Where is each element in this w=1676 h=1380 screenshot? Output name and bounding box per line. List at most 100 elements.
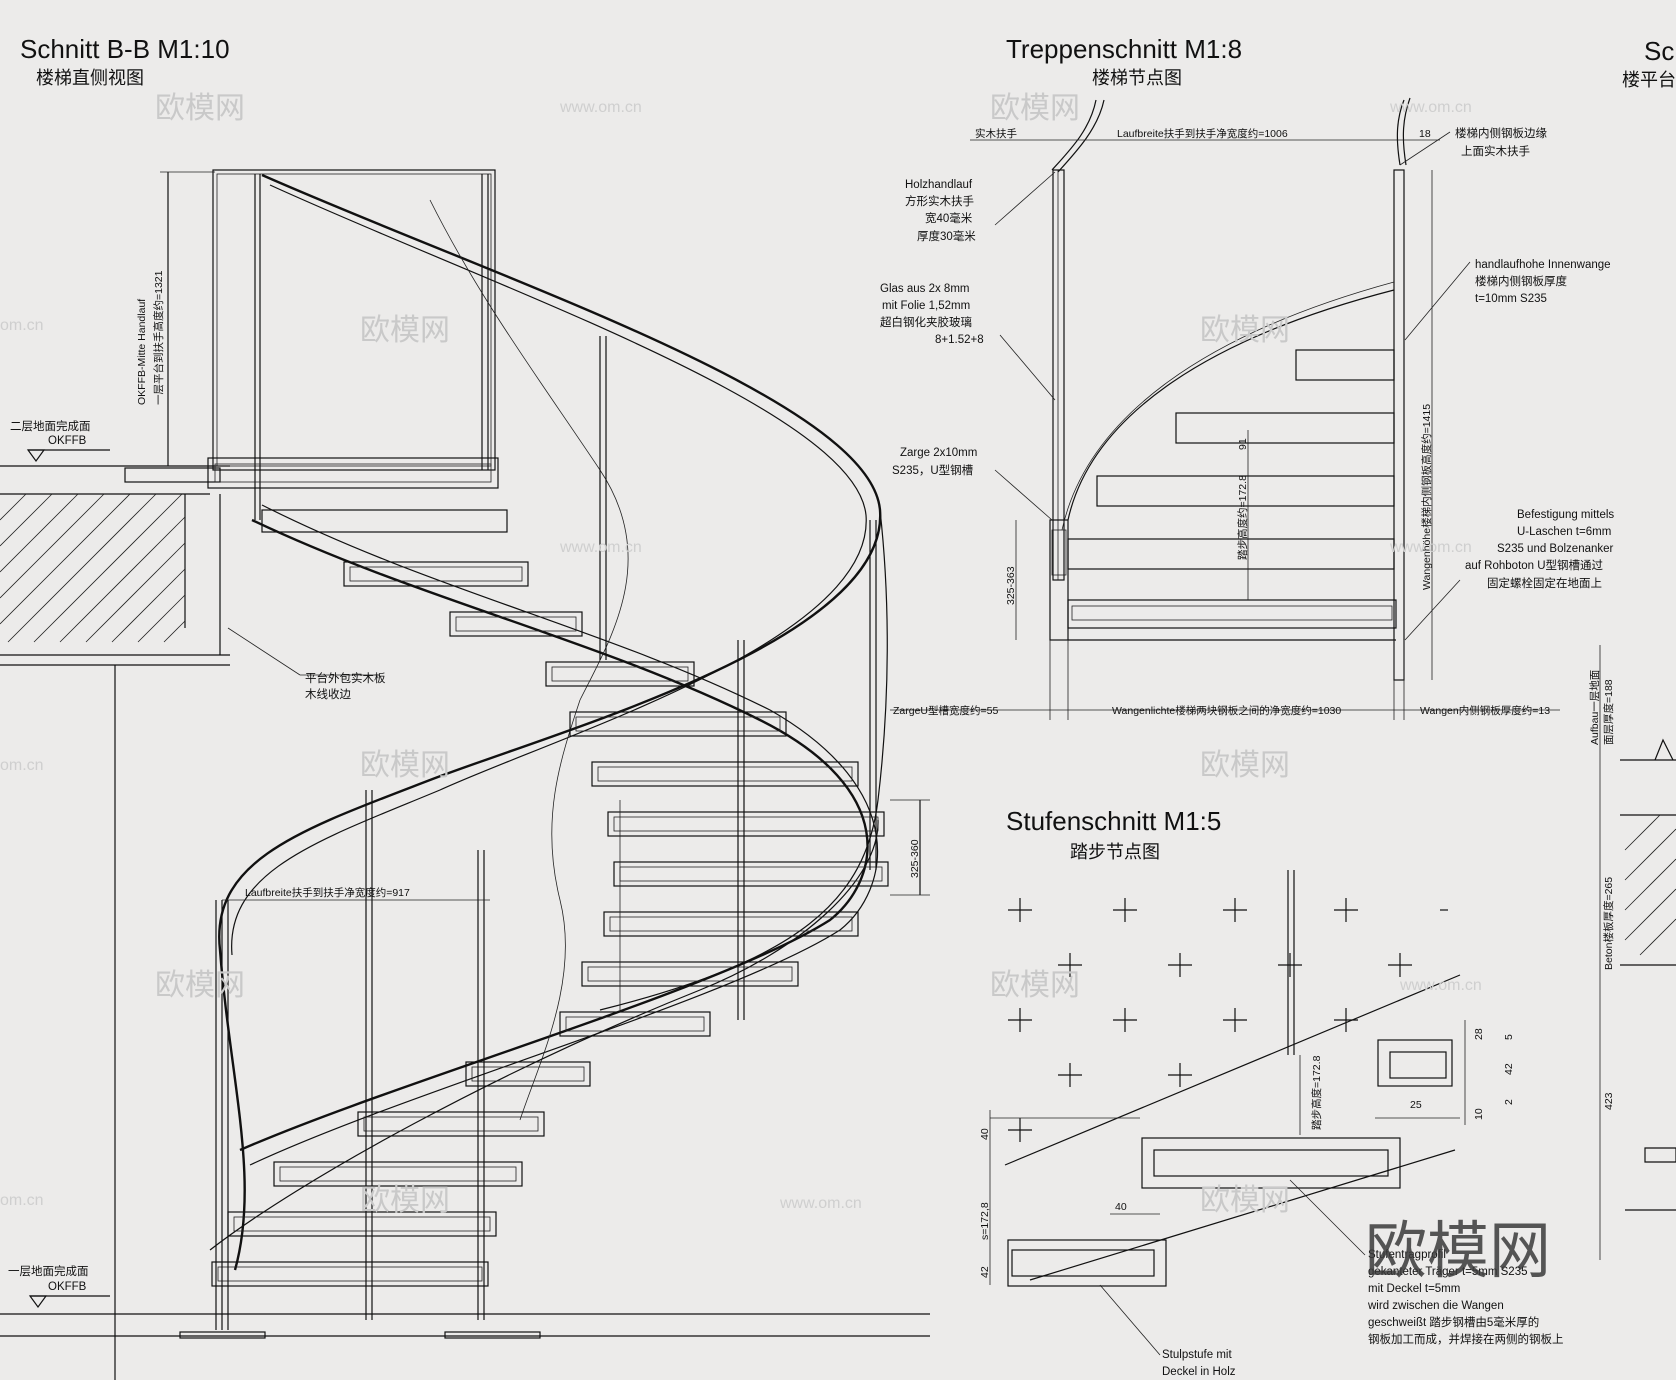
level-bottom-marker-icon xyxy=(28,1295,110,1309)
handrail-label: OKFFB-Mitte Handlauf xyxy=(136,299,148,405)
wangen-thickness-dim: Wangen内侧钢板厚度约=13 xyxy=(1420,704,1550,717)
glas-label-1: Glas aus 2x 8mm xyxy=(880,283,969,295)
cut-section-view: Sc 楼平台 Aufbau一层地面 面层厚度=188 Beton楼板厚度=265… xyxy=(1588,36,1676,1260)
watermark-url: www.om.cn xyxy=(1389,99,1472,116)
stufe-note-1: Stufentragprofil xyxy=(1368,1249,1446,1261)
upper-floor-slab xyxy=(0,465,230,1380)
stufe-note-6: 钢板加工而成，并焊接在两侧的钢板上 xyxy=(1368,1332,1564,1346)
zarge-label-2: S235，U型钢槽 xyxy=(892,463,974,477)
zarge-channel xyxy=(1049,519,1069,641)
tread-section xyxy=(1067,599,1397,629)
level-top-marker-icon xyxy=(26,449,110,463)
stufe-note-3: mit Deckel t=5mm xyxy=(1368,1283,1460,1295)
watermark-brand: 欧模网 xyxy=(1200,1184,1290,1217)
level-top-cn: 二层地面完成面 xyxy=(10,419,91,433)
watermark-url: www.om.cn xyxy=(779,1195,862,1212)
watermark-brand: 欧模网 xyxy=(1200,749,1290,782)
section-bb-view: Schnitt B-B M1:10 楼梯直侧视图 二层地面完成面 OKFFB xyxy=(0,34,930,1380)
top-platform xyxy=(207,457,508,533)
dim-42b: 42 xyxy=(979,1266,991,1278)
bef-label-1: Befestigung mittels xyxy=(1517,509,1614,521)
holz-label-3: 宽40毫米 xyxy=(925,211,973,225)
dim-18: 18 xyxy=(1419,128,1431,140)
dim-91: 91 xyxy=(1237,438,1249,450)
watermark-brand: 欧模网 xyxy=(990,92,1080,125)
bef-label-4: auf Rohboton U型钢槽通过 xyxy=(1465,558,1604,572)
watermark-logo: 欧模网 xyxy=(1365,1217,1551,1286)
holz-label-4: 厚度30毫米 xyxy=(917,229,976,243)
stufe-note-4: wird zwischen die Wangen xyxy=(1367,1300,1504,1312)
watermark-brand: 欧模网 xyxy=(990,969,1080,1002)
zarge-width-dim: ZargeU型槽宽度约=55 xyxy=(893,704,998,717)
treppenschnitt-title: Treppenschnitt M1:8 xyxy=(1006,34,1242,64)
watermark-url-short: om.cn xyxy=(0,1192,44,1209)
glass-balustrade-frame xyxy=(212,169,496,520)
stepped-treads xyxy=(1067,349,1395,570)
watermark-brand: 欧模网 xyxy=(360,1184,450,1217)
cut-section-subtitle: 楼平台 xyxy=(1622,70,1676,90)
riser-dim-label: 325-360 xyxy=(909,839,921,878)
section-bb-subtitle: 楼梯直侧视图 xyxy=(36,68,144,88)
dim-40: 40 xyxy=(979,1128,991,1140)
watermark-url: www.om.cn xyxy=(559,539,642,556)
bef-label-5: 固定螺栓固定在地面上 xyxy=(1487,576,1602,590)
inner-note-2: 上面实木扶手 xyxy=(1461,144,1530,158)
level-bottom-label: OKFFB xyxy=(48,1281,87,1293)
treppenschnitt-view: Treppenschnitt M1:8 楼梯节点图 实木扶手 Laufbreit… xyxy=(880,34,1614,720)
level-top-label: OKFFB xyxy=(48,435,87,447)
section-bb-laufbreite: Laufbreite扶手到扶手净宽度约=917 xyxy=(245,886,410,899)
spiral-handrails xyxy=(209,173,888,1271)
solid-rail-label: 实木扶手 xyxy=(975,127,1017,140)
platform-note-2: 木线收边 xyxy=(305,687,351,701)
stufe-note-2: gekanteter Träger t=5mm S235 xyxy=(1368,1266,1528,1278)
dim-423: 423 xyxy=(1603,1092,1615,1110)
section-bb-title: Schnitt B-B M1:10 xyxy=(20,34,230,64)
treppenschnitt-subtitle: 楼梯节点图 xyxy=(1092,68,1182,88)
watermark-brand: 欧模网 xyxy=(1200,314,1290,347)
spiral-treads xyxy=(211,561,889,1287)
dim-2: 2 xyxy=(1503,1099,1515,1105)
ground-floor xyxy=(0,1313,930,1339)
aufbau-label-2: 面层厚度=188 xyxy=(1602,679,1615,745)
watermark-brand: 欧模网 xyxy=(155,969,245,1002)
stufenschnitt-view: Stufenschnitt M1:5 踏步节点图 xyxy=(979,806,1564,1378)
zarge-label-1: Zarge 2x10mm xyxy=(900,447,977,459)
wangenlichte-dim: Wangenlichte楼梯两块钢板之间的净宽度约=1030 xyxy=(1112,704,1341,717)
watermark-url-short: om.cn xyxy=(0,317,44,334)
beton-label: Beton楼板厚度=265 xyxy=(1602,877,1615,970)
glas-label-4: 8+1.52+8 xyxy=(935,334,984,346)
handrail-height-dimension xyxy=(160,171,215,466)
dim-5: 5 xyxy=(1503,1034,1515,1040)
riser-dimension xyxy=(890,799,930,896)
wange-height-dim: Wangenhöhe楼梯内侧钢板高度约=1415 xyxy=(1420,404,1433,590)
holz-label-2: 方形实木扶手 xyxy=(905,194,974,208)
watermarks: 欧模网 欧模网 欧模网 欧模网 欧模网 欧模网 欧模网 欧模网 欧模网 欧模网 … xyxy=(0,92,1551,1286)
bef-label-3: S235 und Bolzenanker xyxy=(1497,543,1614,555)
tread-profile-main xyxy=(1141,1137,1401,1189)
dim-40b: 40 xyxy=(1115,1201,1127,1213)
dim-42: 42 xyxy=(1503,1063,1515,1075)
hl-label-2: 楼梯内侧钢板厚度 xyxy=(1475,274,1567,288)
stufe-note-5: geschweißt 踏步钢槽由5毫米厚的 xyxy=(1368,1315,1539,1329)
treppen-laufbreite: Laufbreite扶手到扶手净宽度约=1006 xyxy=(1117,127,1288,140)
aufbau-label: Aufbau一层地面 xyxy=(1588,670,1601,745)
watermark-brand: 欧模网 xyxy=(360,314,450,347)
watermark-brand: 欧模网 xyxy=(155,92,245,125)
dim-10: 10 xyxy=(1473,1108,1485,1120)
watermark-brand: 欧模网 xyxy=(360,749,450,782)
stufenschnitt-subtitle: 踏步节点图 xyxy=(1070,842,1160,862)
step-height-dim: 踏步高度约=172.8 xyxy=(1236,475,1249,560)
glass-posts xyxy=(215,336,877,1330)
level-bottom-cn: 一层地面完成面 xyxy=(8,1264,89,1278)
stulp-note-2: Deckel in Holz xyxy=(1162,1366,1236,1378)
handrail-label-cn: 一层平台到扶手高度约=1321 xyxy=(152,270,165,405)
glas-label-2: mit Folie 1,52mm xyxy=(882,300,970,312)
dim-325: 325-363 xyxy=(1005,566,1017,605)
stufenschnitt-title: Stufenschnitt M1:5 xyxy=(1006,806,1221,836)
platform-note-1: 平台外包实木板 xyxy=(305,671,386,685)
dim-s: s=172,8 xyxy=(979,1202,991,1240)
hl-label-1: handlaufhohe Innenwange xyxy=(1475,259,1611,271)
hl-label-3: t=10mm S235 xyxy=(1475,293,1547,305)
holz-label-1: Holzhandlauf xyxy=(905,179,973,191)
